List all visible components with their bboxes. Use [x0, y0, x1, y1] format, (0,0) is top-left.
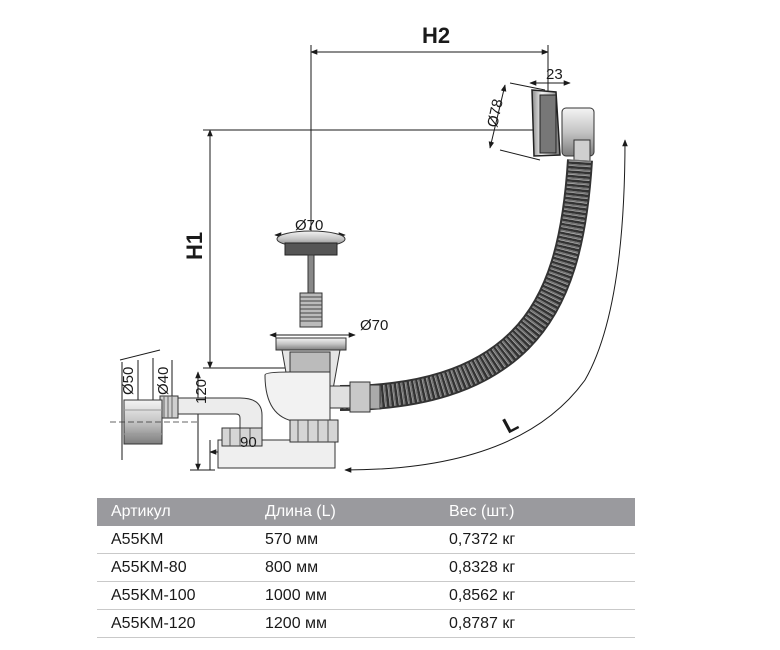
cell-weight: 0,8787 кг — [435, 609, 635, 638]
overflow-assembly — [531, 89, 595, 165]
spec-table: Артикул Длина (L) Вес (шт.) A55KM 570 мм… — [97, 498, 635, 638]
dim-label-d70-top: Ø70 — [295, 217, 323, 234]
table-row: A55KM-80 800 мм 0,8328 кг — [97, 553, 635, 582]
dim-label-l: L — [499, 410, 523, 438]
dim-label-h2: H2 — [422, 23, 450, 48]
dim-label-23: 23 — [546, 66, 563, 83]
drain-body — [217, 337, 381, 469]
column-header-article: Артикул — [97, 498, 251, 526]
table-header-row: Артикул Длина (L) Вес (шт.) — [97, 498, 635, 526]
dim-label-h1: H1 — [182, 232, 207, 260]
cell-article: A55KM-100 — [97, 581, 251, 610]
bath-siphon-drawing: H2 H1 23 Ø78 Ø70 Ø70 Ø50 Ø40 120 90 L — [110, 23, 628, 473]
dim-label-d40: Ø40 — [155, 367, 172, 395]
dim-label-120: 120 — [193, 379, 210, 404]
cell-article: A55KM — [97, 526, 251, 554]
column-header-length: Длина (L) — [251, 498, 435, 526]
spec-table-body: A55KM 570 мм 0,7372 кг A55KM-80 800 мм 0… — [97, 526, 635, 638]
drain-plug-assembly — [276, 230, 346, 328]
column-header-weight: Вес (шт.) — [435, 498, 635, 526]
cell-length: 1200 мм — [251, 609, 435, 638]
table-row: A55KM 570 мм 0,7372 кг — [97, 526, 635, 554]
outlet-pipe — [110, 395, 263, 445]
dim-label-d78: Ø78 — [484, 98, 507, 129]
table-row: A55KM-120 1200 мм 0,8787 кг — [97, 609, 635, 638]
cell-weight: 0,7372 кг — [435, 526, 635, 554]
cell-length: 800 мм — [251, 553, 435, 582]
dimension-lines — [119, 45, 628, 473]
dim-label-90: 90 — [240, 434, 257, 451]
cell-length: 570 мм — [251, 526, 435, 554]
cell-weight: 0,8562 кг — [435, 581, 635, 610]
dim-label-d70-mid: Ø70 — [360, 317, 388, 334]
cell-article: A55KM-120 — [97, 609, 251, 638]
spec-table-header: Артикул Длина (L) Вес (шт.) — [97, 498, 635, 526]
corrugated-hose — [339, 159, 593, 411]
table-row: A55KM-100 1000 мм 0,8562 кг — [97, 581, 635, 610]
cell-weight: 0,8328 кг — [435, 553, 635, 582]
cell-length: 1000 мм — [251, 581, 435, 610]
dim-label-d50: Ø50 — [120, 367, 137, 395]
cell-article: A55KM-80 — [97, 553, 251, 582]
